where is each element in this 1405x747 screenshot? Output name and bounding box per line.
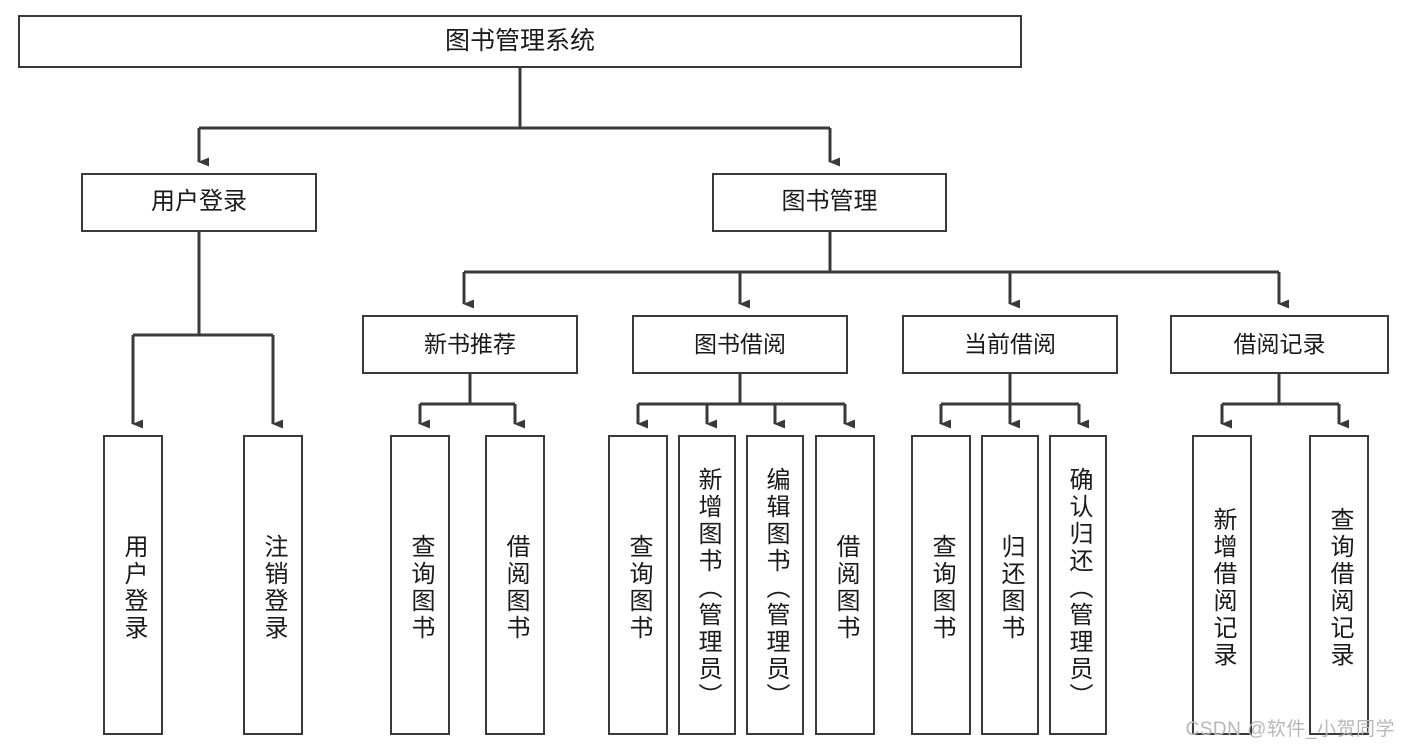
node-leaf-user-login[interactable]: 用户登录 <box>103 435 163 735</box>
node-leaf-borrow-query-book[interactable]: 查询图书 <box>608 435 668 735</box>
node-leaf-query-borrow-record-label: 查询借阅记录 <box>1326 507 1353 669</box>
node-borrow-record-label: 借阅记录 <box>1233 330 1326 357</box>
node-user-login[interactable]: 用户登录 <box>81 173 317 232</box>
node-leaf-current-query-book[interactable]: 查询图书 <box>911 435 971 735</box>
node-leaf-logout-label: 注销登录 <box>260 534 287 642</box>
node-new-book-recommend-label: 新书推荐 <box>424 330 516 357</box>
node-new-book-recommend[interactable]: 新书推荐 <box>362 315 578 374</box>
node-leaf-newbook-query-book-label: 查询图书 <box>407 534 434 642</box>
node-leaf-confirm-return-admin-label: 确认归还（管理员） <box>1065 466 1092 710</box>
node-leaf-add-borrow-record-label: 新增借阅记录 <box>1209 507 1236 669</box>
node-leaf-borrow-book-label: 借阅图书 <box>832 534 859 642</box>
node-leaf-current-query-book-label: 查询图书 <box>928 534 955 642</box>
node-leaf-logout[interactable]: 注销登录 <box>243 435 303 735</box>
node-leaf-user-login-label: 用户登录 <box>120 534 147 642</box>
node-leaf-borrow-book[interactable]: 借阅图书 <box>815 435 875 735</box>
node-root-book-management-system[interactable]: 图书管理系统 <box>18 15 1022 68</box>
node-user-login-label: 用户登录 <box>151 188 247 216</box>
node-book-management[interactable]: 图书管理 <box>712 173 947 232</box>
node-book-borrow-label: 图书借阅 <box>694 330 786 357</box>
node-leaf-return-book-label: 归还图书 <box>997 534 1024 642</box>
node-leaf-return-book[interactable]: 归还图书 <box>981 435 1039 735</box>
node-leaf-newbook-borrow-book[interactable]: 借阅图书 <box>485 435 545 735</box>
node-root-label: 图书管理系统 <box>444 26 595 55</box>
node-leaf-add-book-admin-label: 新增图书（管理员） <box>694 466 721 710</box>
node-leaf-edit-book-admin-label: 编辑图书（管理员） <box>762 466 789 710</box>
node-leaf-newbook-query-book[interactable]: 查询图书 <box>390 435 450 735</box>
node-current-borrow[interactable]: 当前借阅 <box>902 315 1118 374</box>
csdn-watermark: CSDN @软件_小贺同学 <box>1185 719 1395 740</box>
node-leaf-confirm-return-admin[interactable]: 确认归还（管理员） <box>1049 435 1107 735</box>
node-leaf-newbook-borrow-book-label: 借阅图书 <box>502 534 529 642</box>
node-book-management-label: 图书管理 <box>781 188 878 216</box>
node-leaf-add-borrow-record[interactable]: 新增借阅记录 <box>1192 435 1252 735</box>
node-leaf-query-borrow-record[interactable]: 查询借阅记录 <box>1309 435 1369 735</box>
node-current-borrow-label: 当前借阅 <box>964 330 1056 357</box>
node-leaf-borrow-query-book-label: 查询图书 <box>625 534 652 642</box>
node-leaf-edit-book-admin[interactable]: 编辑图书（管理员） <box>746 435 804 735</box>
node-borrow-record[interactable]: 借阅记录 <box>1170 315 1389 374</box>
node-leaf-add-book-admin[interactable]: 新增图书（管理员） <box>678 435 736 735</box>
node-book-borrow[interactable]: 图书借阅 <box>632 315 848 374</box>
